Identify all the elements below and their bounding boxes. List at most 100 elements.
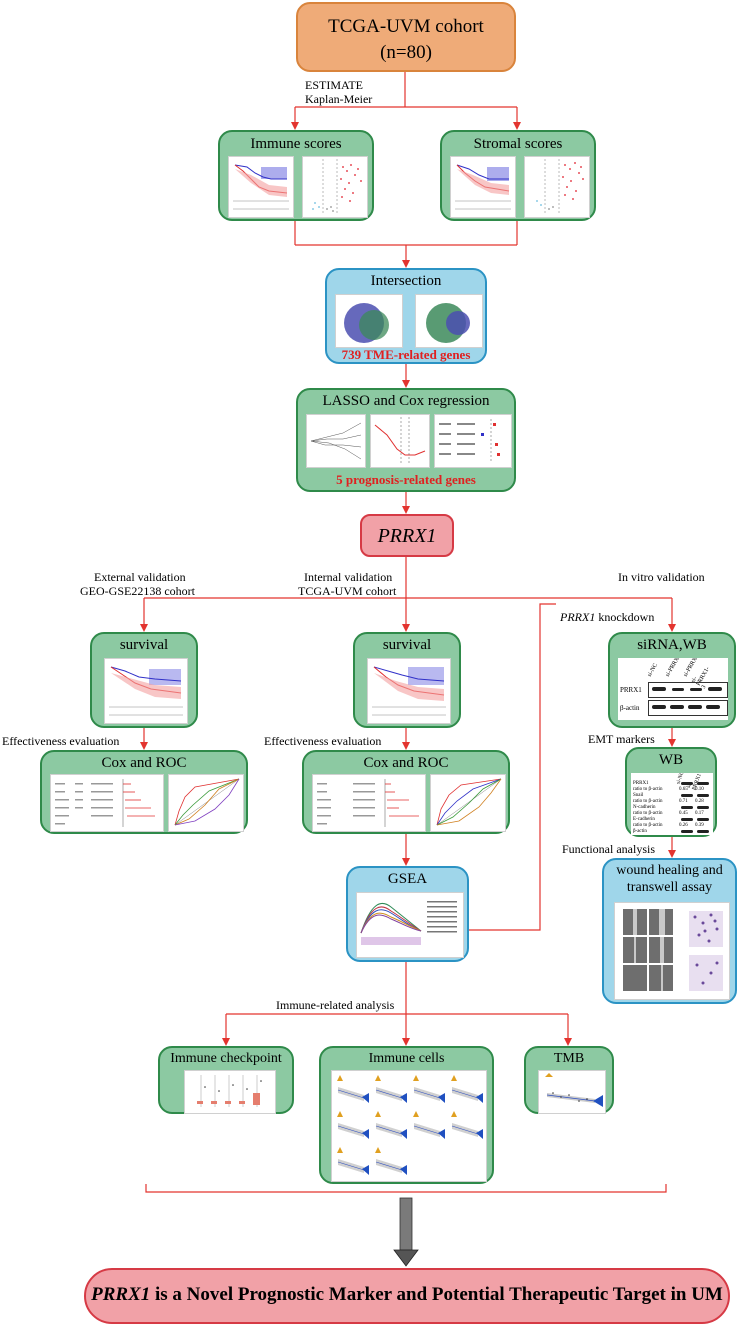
sirna-wb-title: siRNA,WB — [637, 637, 707, 653]
immune-checkpoint-title: Immune checkpoint — [170, 1051, 282, 1066]
immune-cell-scatter — [413, 1111, 445, 1139]
survival-external-title: survival — [119, 637, 169, 653]
external-cohort-label: GEO-GSE22138 cohort — [80, 584, 195, 598]
cox-roc-external-title: Cox and ROC — [101, 755, 187, 771]
knockdown-text: knockdown — [595, 610, 655, 624]
wb-row-label: ratio to β-actin — [633, 787, 663, 792]
wb-band — [681, 782, 693, 785]
wb-band-row: PRRX1 — [631, 781, 713, 792]
wb-ratio-row: ratio to β-actin 0.65 0.10 — [631, 787, 713, 798]
wb-row-label: E-cadherin — [633, 817, 655, 822]
gsea-title: GSEA — [387, 871, 428, 887]
wound-transwell-box: wound healing and transwell assay — [602, 858, 737, 1004]
wb-ratio-row: ratio to β-actin 0.45 0.17 — [631, 811, 713, 822]
immune-cell-scatter — [451, 1075, 483, 1103]
conclusion-rest: is a Novel Prognostic Marker and Potenti… — [150, 1284, 723, 1305]
conclusion-box: PRRX1 is a Novel Prognostic Marker and P… — [84, 1268, 730, 1324]
wb-band — [681, 830, 693, 833]
gsea-box: GSEA — [346, 866, 469, 962]
volcano-plot-thumbnail — [524, 156, 590, 218]
emt-markers-label: EMT markers — [588, 732, 655, 746]
wb-row-label: ratio to β-actin — [633, 811, 663, 816]
roc-curve-thumbnail — [430, 774, 506, 832]
immune-cell-scatter — [375, 1075, 407, 1103]
sirna-wb-box: siRNA,WB si-NC si-PRRX1-1 si-PRRX1-2 si-… — [608, 632, 736, 728]
km-plot-thumbnail — [367, 658, 451, 724]
immune-cells-title: Immune cells — [368, 1051, 445, 1066]
survival-internal-title: survival — [382, 637, 432, 653]
intersection-title: Intersection — [370, 273, 442, 289]
wound-title-line1: wound healing and — [616, 863, 723, 878]
immune-cell-scatter — [337, 1111, 369, 1139]
wb-band-row: β-actin — [631, 829, 713, 835]
stromal-scores-title: Stromal scores — [473, 136, 563, 152]
venn-immune-thumbnail — [335, 294, 403, 348]
cox-roc-internal-box: Cox and ROC — [302, 750, 510, 834]
cox-forest-thumbnail — [50, 774, 164, 832]
wb-band-row: N-cadherin — [631, 805, 713, 816]
wb-ratio-value: 0.65 — [679, 787, 688, 792]
functional-analysis-label: Functional analysis — [562, 842, 655, 856]
wb-band — [681, 794, 693, 797]
lane-label: si-NC — [646, 662, 660, 678]
tme-genes-count: 739 TME-related genes — [341, 347, 471, 362]
immune-cell-scatter — [375, 1147, 407, 1175]
wb-row-label: N-cadherin — [633, 805, 656, 810]
wb-ratio-value: 0.45 — [679, 811, 688, 816]
survival-external-box: survival — [90, 632, 198, 728]
wb-band — [697, 782, 709, 785]
wound-title-line2: transwell assay — [626, 880, 713, 895]
band-row-label: PRRX1 — [620, 686, 642, 694]
venn-stromal-thumbnail — [415, 294, 483, 348]
km-plot-thumbnail — [104, 658, 188, 724]
wound-healing-images — [614, 902, 730, 1000]
wb-ratio-value: 0.28 — [695, 799, 704, 804]
immune-cell-scatter — [413, 1075, 445, 1103]
cox-roc-internal-title: Cox and ROC — [363, 755, 449, 771]
wb-band-row: Snail — [631, 793, 713, 804]
tcga-cohort-box: TCGA-UVM cohort (n=80) — [296, 2, 516, 72]
immune-related-label: Immune-related analysis — [276, 998, 395, 1012]
stromal-scores-box: Stromal scores — [440, 130, 596, 221]
band-row-label: β-actin — [620, 704, 640, 712]
estimate-label: ESTIMATE — [305, 78, 363, 92]
cox-forest-thumbnail — [312, 774, 426, 832]
cox-forest-thumbnail — [434, 414, 512, 468]
wb-band — [697, 794, 709, 797]
immune-scores-title: Immune scores — [250, 136, 342, 152]
intersection-box: Intersection 739 TME-related genes — [325, 268, 487, 364]
wb-ratio-value: 0.10 — [695, 787, 704, 792]
gsea-enrichment-thumbnail — [356, 892, 464, 958]
immune-cell-scatter — [375, 1111, 407, 1139]
wb-band — [681, 806, 693, 809]
western-blot-sirna: si-NC si-PRRX1-1 si-PRRX1-2 si-PRRX1-3 P… — [618, 658, 728, 720]
internal-validation-label: Internal validation — [304, 570, 393, 584]
conclusion-text: PRRX1 is a Novel Prognostic Marker and P… — [86, 1284, 728, 1306]
wb-ratio-value: 0.17 — [695, 811, 704, 816]
wb-ratio-value: 0.71 — [679, 799, 688, 804]
checkpoint-boxplot-thumbnail — [184, 1070, 276, 1114]
km-plot-thumbnail — [228, 156, 294, 218]
prrx1-label: PRRX1 — [377, 525, 437, 547]
immune-cell-scatter — [337, 1075, 369, 1103]
wb-row-label: Snail — [633, 793, 644, 798]
wb-row-label: PRRX1 — [633, 781, 649, 786]
wb-emt-title: WB — [658, 752, 684, 768]
roc-curve-thumbnail — [168, 774, 244, 832]
lasso-cv-thumbnail — [370, 414, 430, 468]
immune-cell-scatter — [337, 1147, 369, 1175]
cohort-title: TCGA-UVM cohort — [328, 16, 484, 37]
wb-row-label: β-actin — [633, 829, 647, 834]
wb-band — [697, 830, 709, 833]
prrx1-box: PRRX1 — [360, 514, 454, 557]
cohort-size: (n=80) — [380, 42, 432, 63]
wb-band — [697, 818, 709, 821]
immune-checkpoint-box: Immune checkpoint — [158, 1046, 294, 1114]
wb-row-label: ratio to β-actin — [633, 823, 663, 828]
wb-band — [697, 806, 709, 809]
